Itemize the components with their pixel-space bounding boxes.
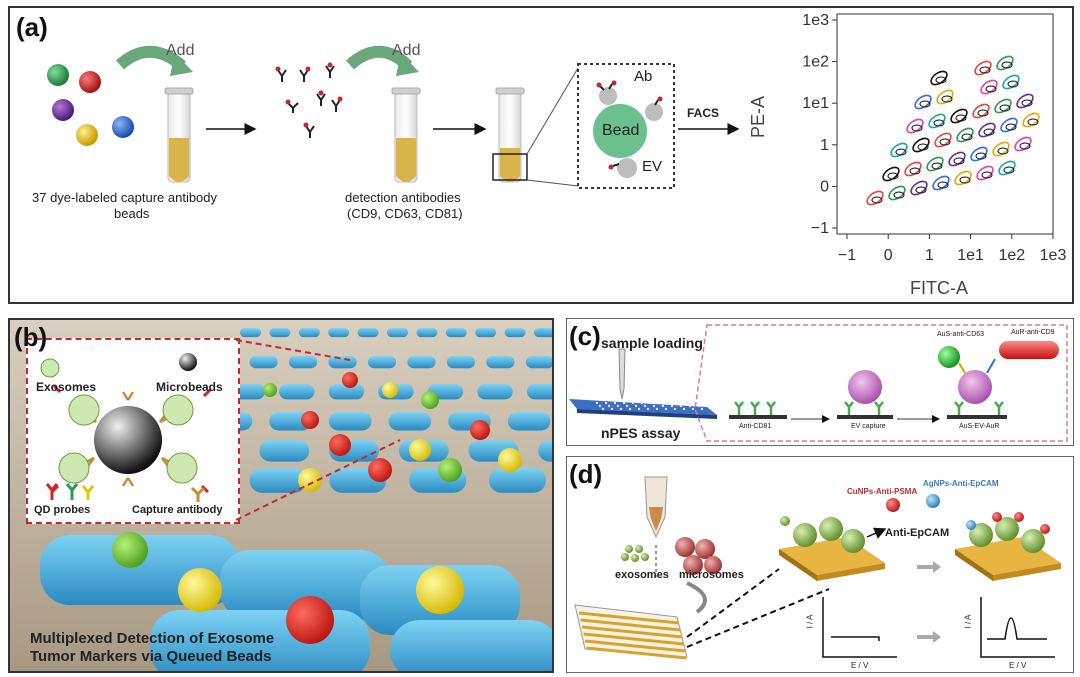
y-tick-label: 1e2 [802, 54, 829, 71]
y-tick-label: 1e3 [802, 12, 829, 29]
y-tick-label: 1e1 [802, 95, 829, 112]
aur-nanorod-icon [999, 341, 1059, 359]
x-tick-label: 1e2 [998, 247, 1025, 264]
x-tick-label: 0 [884, 247, 893, 264]
cunp-probe-icon [886, 498, 900, 512]
aus-cd63-label: AuS-anti-CD63 [937, 331, 985, 338]
npes-assay-label: nPES assay [601, 425, 681, 441]
agnp-probe-icon [926, 494, 940, 508]
panel-a: (a) [8, 6, 1074, 304]
inset-ev-label: EV [642, 158, 663, 175]
capture-antibody-label: Capture antibody [132, 504, 223, 516]
qd-probe-icon [45, 483, 59, 500]
add-label-1: Add [166, 42, 195, 59]
aus-nanosphere-icon [938, 346, 960, 368]
electrochemical-scheme [574, 476, 1061, 660]
step-aus-ev-aur: AuS-EV-AuR [959, 423, 1000, 430]
npes-scheme [569, 324, 1068, 442]
tube-icon [164, 87, 194, 183]
sample-loading-label: sample loading [601, 335, 703, 351]
agnps-label: AgNPs-Anti-EpCAM [923, 479, 999, 488]
exosome-icon [68, 394, 100, 426]
detection-caption-line2: (CD9, CD63, CD81) [347, 206, 463, 221]
inset-ab-label: Ab [634, 68, 653, 85]
plot-xlabel: FITC-A [910, 278, 968, 298]
electrode-array-icon [574, 604, 688, 660]
panel-b-caption-line2: Tumor Markers via Queued Beads [30, 648, 272, 665]
ia-label-1: I / A [805, 614, 815, 629]
panel-c: (c) sample loading nPES [566, 318, 1074, 446]
exosomes-cluster [621, 545, 649, 562]
antibody-icons [277, 65, 341, 138]
pipette-icon [618, 348, 626, 400]
panel-c-label: (c) [569, 321, 601, 351]
panel-a-scheme [47, 45, 740, 189]
microbead-legend-icon [179, 353, 197, 371]
yellow-bead-icon [76, 124, 98, 146]
exosome-inset: Exosomes Microbeads QD probes Capture an… [26, 338, 240, 524]
ia-label-2: I / A [963, 614, 973, 629]
green-bead-icon [47, 64, 69, 86]
purple-bead-icon [52, 99, 74, 121]
bead-icon [593, 104, 647, 158]
gold-chip-1 [779, 516, 885, 581]
capture-antibody-icon [190, 486, 206, 502]
panel-a-label: (a) [16, 12, 48, 42]
panel-d-label: (d) [569, 459, 603, 489]
exosomes-label: Exosomes [36, 380, 97, 394]
red-bead-icon [79, 71, 101, 93]
y-tick-label: 0 [820, 178, 829, 195]
y-tick-label: 1 [820, 137, 829, 154]
x-tick-label: −1 [838, 247, 856, 264]
facs-label: FACS [687, 106, 720, 120]
microsomes-cluster [675, 537, 722, 575]
exosomes-label-d: exosomes [615, 569, 669, 581]
detection-caption-line1: detection antibodies [345, 190, 461, 205]
gold-chip-2 [955, 512, 1061, 581]
panel-b: Exosomes Microbeads QD probes Capture an… [8, 318, 554, 673]
aur-cd9-label: AuR-anti-CD9 [1011, 329, 1055, 336]
voltammogram-flat [822, 597, 897, 658]
microsomes-label: microsomes [679, 569, 744, 581]
microbeads-label: Microbeads [156, 380, 223, 394]
ev-label-1: E / V [851, 661, 869, 670]
beads-caption-line1: 37 dye-labeled capture antibody [32, 190, 218, 205]
ev-label-2: E / V [1009, 661, 1027, 670]
x-tick-label: 1e3 [1040, 247, 1067, 264]
voltammogram-peak [980, 597, 1055, 658]
x-tick-label: 1 [925, 247, 934, 264]
step-anti-cd81: Anti-CD81 [739, 423, 772, 430]
microbead-icon [94, 406, 162, 474]
anti-epcam-label: Anti-EpCAM [885, 527, 950, 539]
cunps-label: CuNPs-Anti-PSMA [847, 487, 918, 496]
ev-icon [617, 158, 637, 178]
qd-probes-label: QD probes [34, 504, 91, 516]
facs-plot: −1 0 1 1e1 1e2 1e3 1e3 1e2 1e1 1 0 −1 [802, 12, 1067, 264]
x-tick-label: 1e1 [957, 247, 984, 264]
add-label-2: Add [392, 42, 421, 59]
panel-d: (d) [566, 456, 1074, 673]
plot-ylabel: PE-A [748, 95, 768, 138]
step-ev-capture: EV capture [851, 423, 886, 430]
y-tick-label: −1 [811, 220, 829, 237]
beads-caption-line2: beads [114, 206, 150, 221]
ev-capture-icon [848, 370, 882, 404]
blue-bead-icon [112, 116, 134, 138]
inset-bead-label: Bead [602, 122, 640, 139]
panel-b-caption-line1: Multiplexed Detection of Exosome [30, 630, 275, 647]
panel-b-label: (b) [14, 322, 48, 352]
nanoplasmonic-chip-icon [569, 399, 717, 419]
